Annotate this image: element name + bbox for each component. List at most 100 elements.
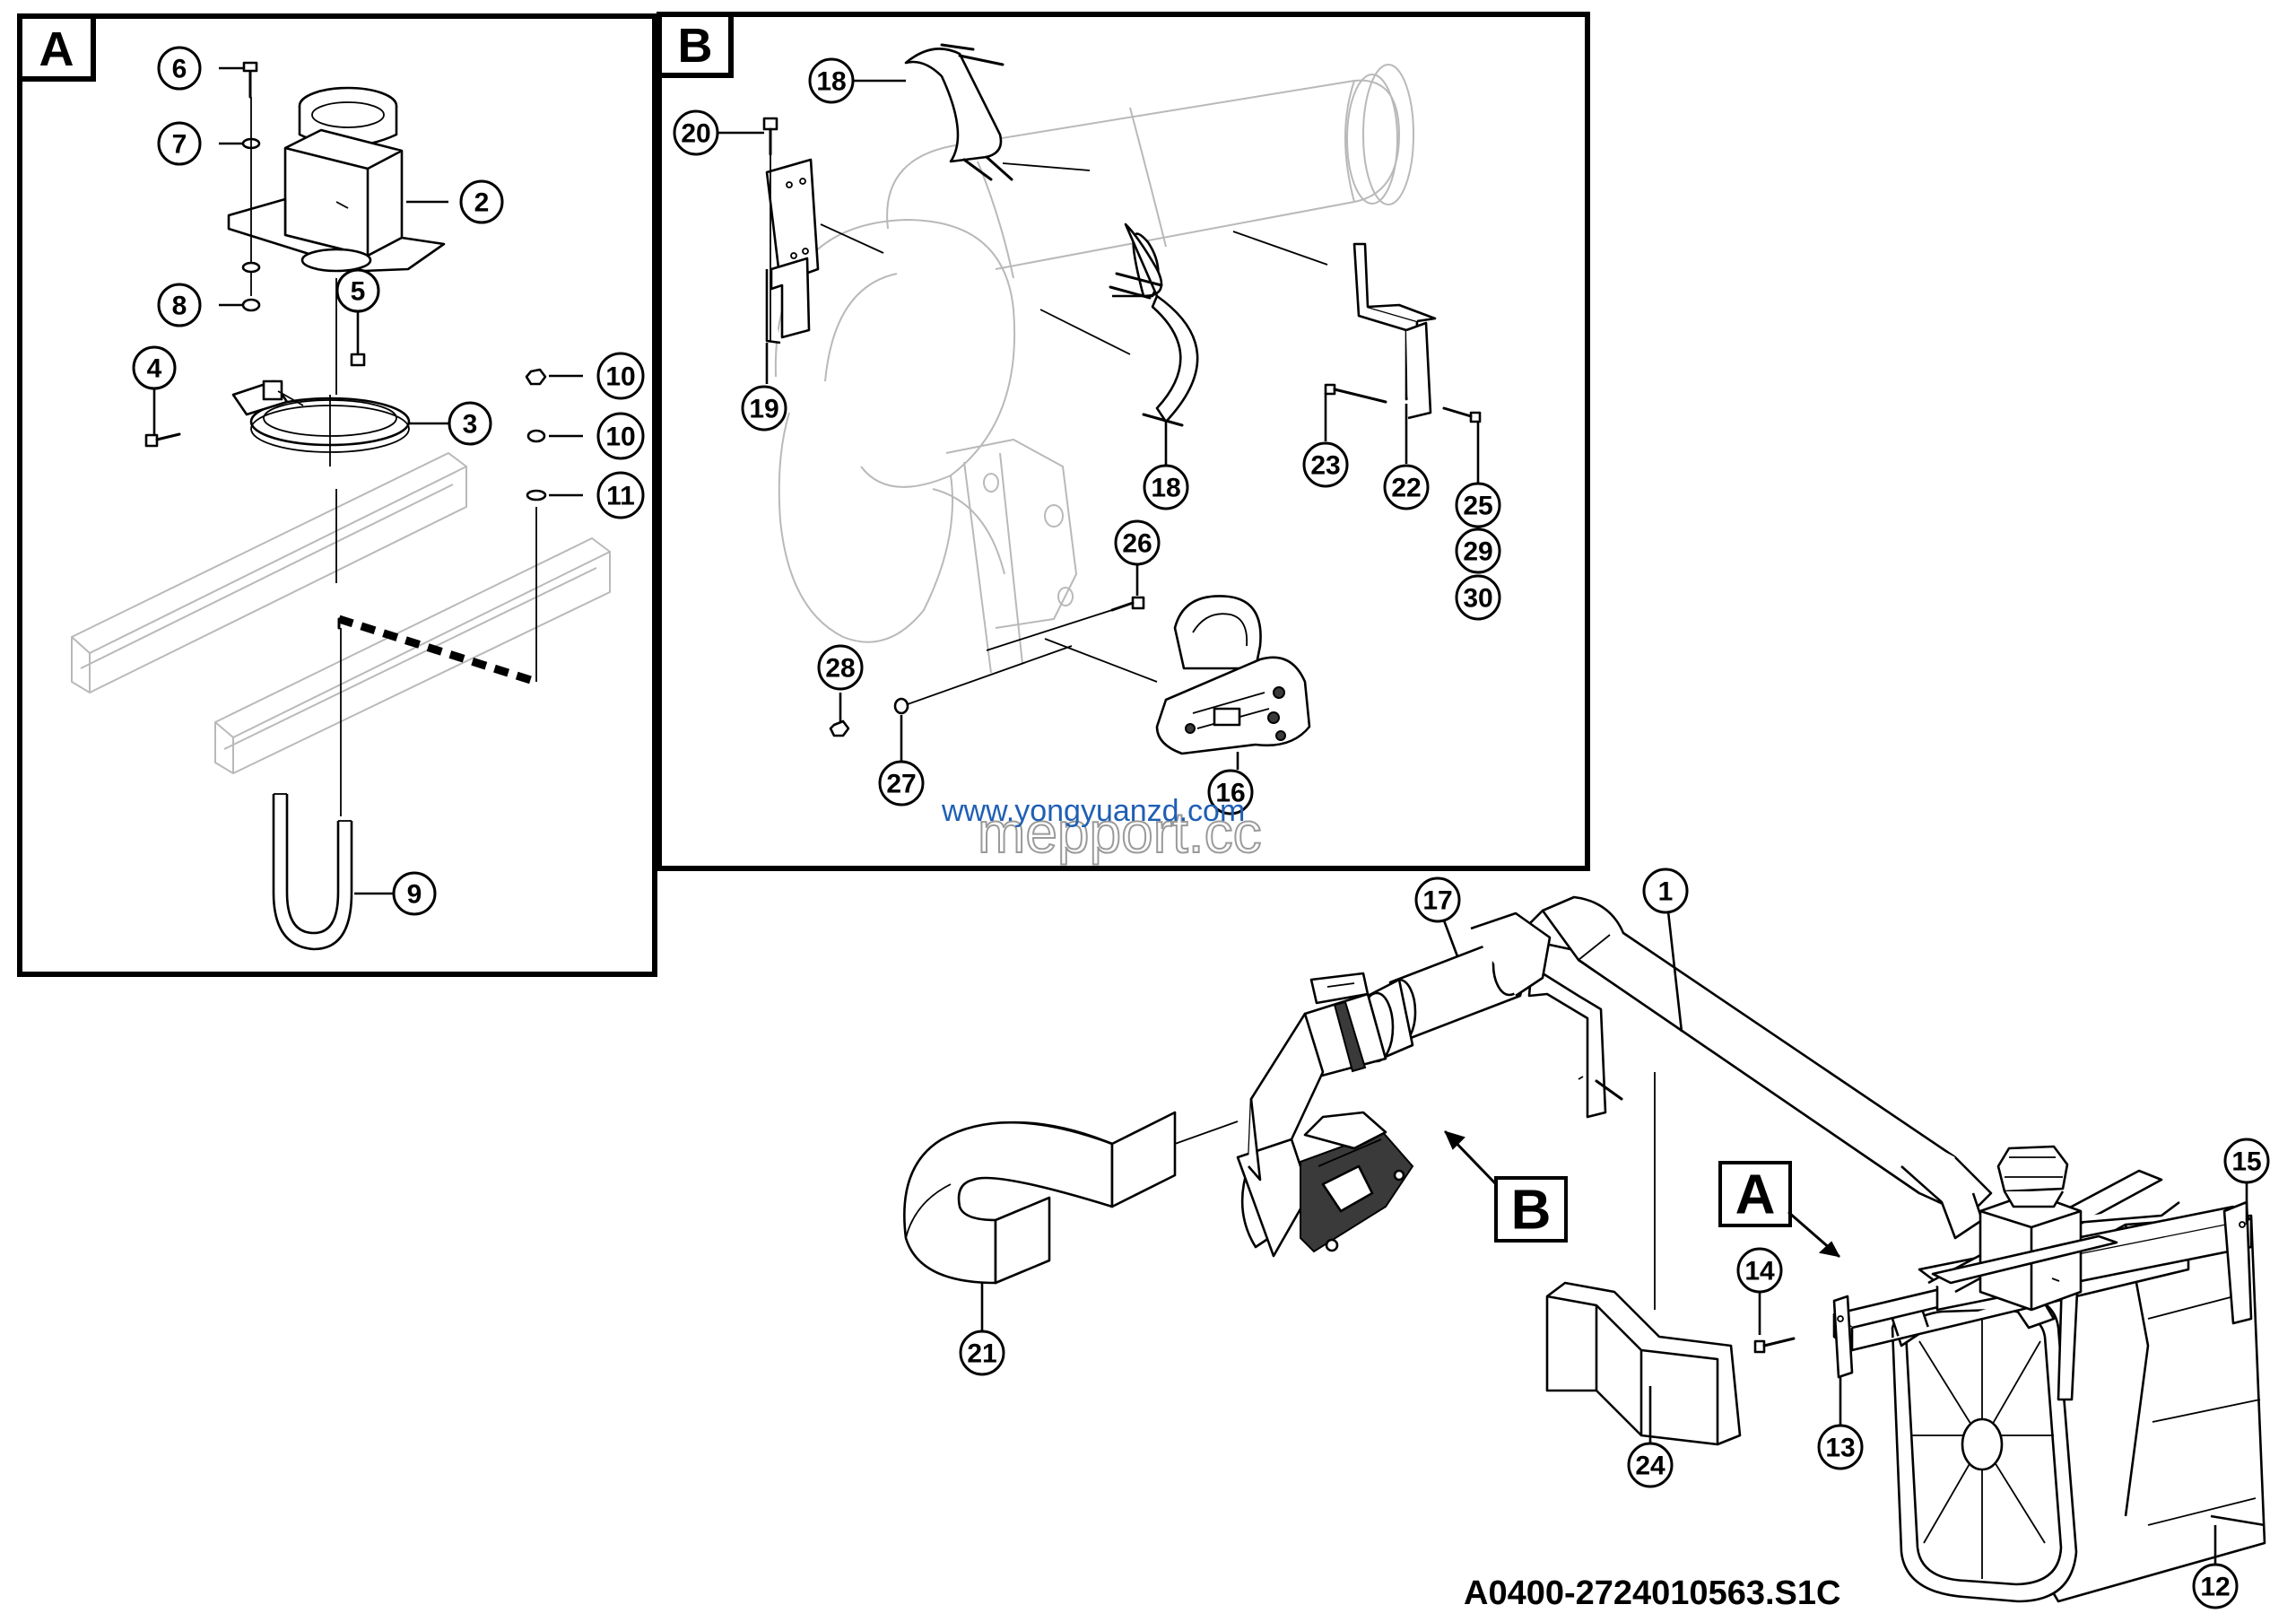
svg-text:21: 21 <box>967 1339 996 1369</box>
svg-text:20: 20 <box>681 119 710 149</box>
bolt-part-25 <box>1442 406 1482 423</box>
svg-text:3: 3 <box>463 410 478 440</box>
svg-text:28: 28 <box>825 654 855 684</box>
callout-15: 15 <box>2223 1138 2270 1184</box>
frame-rail-ghost <box>71 452 611 774</box>
detail-panel-a: A <box>17 13 657 977</box>
callout-1: 1 <box>1642 868 1689 914</box>
nut-part-28 <box>829 719 850 737</box>
callout-6: 6 <box>157 46 202 91</box>
callout-23: 23 <box>1302 441 1349 488</box>
callout-29: 29 <box>1455 528 1501 574</box>
panel-a-label-box <box>17 13 96 82</box>
assembly-line-21 <box>1174 1121 1239 1145</box>
svg-text:23: 23 <box>1310 451 1340 481</box>
callout-10-bottom: 10 <box>596 412 645 460</box>
svg-text:10: 10 <box>605 362 635 392</box>
callout-14: 14 <box>1736 1247 1783 1294</box>
callout-17: 17 <box>1414 876 1461 923</box>
u-bolt-part <box>272 793 353 951</box>
svg-text:13: 13 <box>1825 1434 1855 1463</box>
callout-5: 5 <box>335 268 380 313</box>
inlet-elbow-part <box>1236 1012 1414 1258</box>
callout-8: 8 <box>157 283 202 327</box>
svg-text:16: 16 <box>1215 779 1245 808</box>
svg-text:24: 24 <box>1635 1452 1665 1481</box>
callout-10-top: 10 <box>596 352 645 400</box>
svg-text:7: 7 <box>172 130 187 160</box>
svg-text:4: 4 <box>147 354 162 384</box>
callout-9: 9 <box>392 871 437 916</box>
bolt-part-14 <box>1753 1337 1796 1354</box>
svg-text:14: 14 <box>1744 1257 1775 1286</box>
muffler-ghost <box>774 64 1414 674</box>
svg-text:18: 18 <box>816 67 846 97</box>
svg-text:19: 19 <box>749 395 778 424</box>
svg-text:2: 2 <box>474 188 490 218</box>
svg-text:8: 8 <box>172 292 187 321</box>
panel-b-label-box <box>657 12 734 78</box>
main-assembly: A B 17 1 21 <box>903 868 2270 1609</box>
svg-text:5: 5 <box>351 277 366 307</box>
bracket-part-16 <box>1155 595 1311 755</box>
assembly-line-27 <box>907 645 1073 705</box>
svg-text:11: 11 <box>606 482 635 511</box>
washer-part-8a <box>241 261 261 274</box>
callout-25: 25 <box>1455 482 1501 528</box>
callout-21: 21 <box>959 1330 1005 1376</box>
dashed-connection <box>337 615 538 686</box>
bolt-part-23 <box>1324 383 1387 404</box>
strap-part-middle <box>1109 222 1199 427</box>
callout-24: 24 <box>1627 1442 1674 1488</box>
support-bracket-part-22 <box>1352 242 1437 420</box>
svg-text:29: 29 <box>1463 537 1492 567</box>
callout-19: 19 <box>741 385 787 432</box>
svg-text:17: 17 <box>1422 886 1452 916</box>
callout-13: 13 <box>1817 1424 1864 1470</box>
callout-16: 16 <box>1207 769 1254 815</box>
j-pipe-part <box>903 1111 1177 1285</box>
pipe-part-24 <box>1545 1281 1742 1446</box>
watermark-url: www.yongyuanzd.com <box>941 794 1245 828</box>
callout-26: 26 <box>1114 519 1161 566</box>
callout-12: 12 <box>2192 1563 2239 1609</box>
clamp-ring-part <box>231 379 411 467</box>
svg-text:10: 10 <box>605 423 635 452</box>
svg-text:30: 30 <box>1463 584 1492 614</box>
svg-text:6: 6 <box>172 55 187 84</box>
view-marker-b: B <box>1444 1130 1568 1243</box>
svg-text:1: 1 <box>1658 877 1674 907</box>
watermark: mepport.cc www.yongyuanzd.com <box>941 794 1263 866</box>
detail-panel-b: B <box>657 12 1590 871</box>
svg-text:22: 22 <box>1391 474 1421 503</box>
callout-22: 22 <box>1383 464 1430 510</box>
callout-2: 2 <box>459 179 504 224</box>
callout-20: 20 <box>673 109 719 156</box>
muffler-inlet-part <box>1931 1145 2118 1312</box>
muffler-bracket-part <box>227 86 446 273</box>
callout-11: 11 <box>596 471 645 519</box>
svg-text:9: 9 <box>407 880 422 910</box>
washer-part-27 <box>893 697 909 715</box>
nut-part-10b <box>526 429 546 443</box>
callout-3: 3 <box>448 401 492 446</box>
callout-28: 28 <box>817 644 864 691</box>
svg-text:B: B <box>1511 1180 1552 1242</box>
view-marker-a: A <box>1718 1161 1840 1258</box>
watermark-logo: mepport.cc <box>978 800 1262 865</box>
svg-text:15: 15 <box>2231 1147 2261 1177</box>
bolt-part-4 <box>144 432 181 448</box>
callout-18-top: 18 <box>808 57 855 104</box>
strap-part-top <box>904 43 1013 181</box>
drawing-code: A0400-2724010563.S1C <box>1464 1574 1840 1612</box>
bolt-part-20 <box>762 117 778 341</box>
nut-part-10a <box>525 368 547 386</box>
svg-text:A: A <box>1735 1164 1776 1226</box>
callout-27: 27 <box>878 760 925 807</box>
bolt-part-26 <box>986 596 1145 651</box>
svg-text:12: 12 <box>2200 1573 2230 1602</box>
callout-4: 4 <box>132 345 177 390</box>
pipe-bracket-part <box>1527 940 1623 1119</box>
nut-part-8 <box>241 298 261 312</box>
